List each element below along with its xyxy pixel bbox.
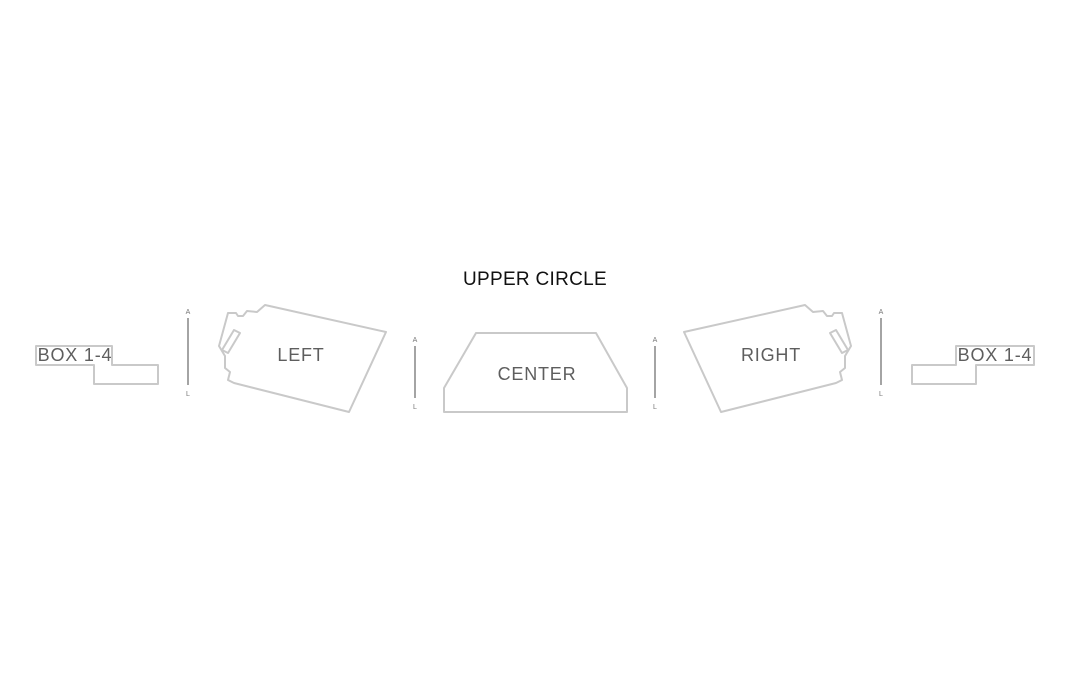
row-marker-4-top: A: [879, 309, 884, 316]
left-rail: [221, 329, 241, 354]
row-marker-2-bottom: L: [413, 404, 417, 411]
row-marker-3: A L: [653, 337, 658, 411]
row-marker-1: A L: [186, 309, 191, 398]
box-right-label: BOX 1-4: [958, 345, 1033, 365]
row-marker-2: A L: [413, 337, 418, 411]
row-marker-4-bottom: L: [879, 391, 883, 398]
box-left-outline[interactable]: [35, 345, 159, 385]
level-title: UPPER CIRCLE: [462, 269, 608, 290]
row-marker-2-top: A: [413, 337, 418, 344]
right-rail: [829, 329, 849, 354]
center-label: CENTER: [498, 364, 577, 384]
section-box-right[interactable]: BOX 1-4: [911, 345, 1035, 385]
row-marker-3-bottom: L: [653, 404, 657, 411]
box-right-outline[interactable]: [911, 345, 1035, 385]
row-marker-1-bottom: L: [186, 391, 190, 398]
section-center[interactable]: CENTER: [443, 332, 628, 413]
right-label: RIGHT: [741, 345, 801, 365]
left-label: LEFT: [277, 345, 324, 365]
center-outline[interactable]: [443, 332, 628, 413]
row-marker-1-top: A: [186, 309, 191, 316]
row-marker-3-top: A: [653, 337, 658, 344]
row-marker-4: A L: [879, 309, 884, 398]
section-right[interactable]: RIGHT: [683, 304, 852, 413]
section-left[interactable]: LEFT: [218, 304, 387, 413]
section-box-left[interactable]: BOX 1-4: [35, 345, 159, 385]
box-left-label: BOX 1-4: [38, 345, 113, 365]
